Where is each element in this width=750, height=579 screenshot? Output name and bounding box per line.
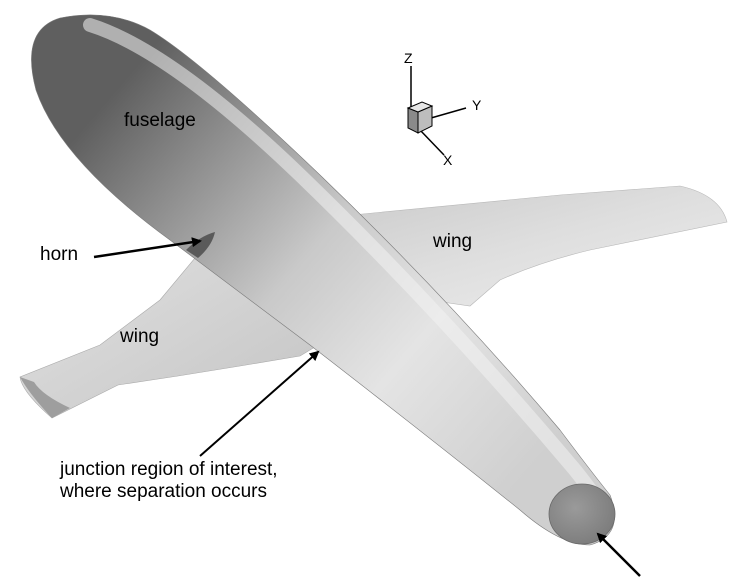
left-wing-underside (20, 377, 70, 418)
junction-label-line2: where separation occurs (60, 481, 267, 502)
horn-arrow (93, 237, 202, 259)
junction-arrow (199, 350, 320, 457)
fuselage-body (31, 14, 615, 546)
triad-cube-top (406, 101, 434, 113)
horn-label: horn (40, 244, 79, 265)
junction-label-line1: junction region of interest, (60, 459, 278, 480)
nose-arrow (596, 532, 641, 577)
y-axis-label: Y (472, 97, 482, 113)
junction-label: junction region of interest, where separ… (60, 459, 278, 503)
fuselage-label: fuselage (124, 110, 196, 131)
z-axis-label: Z (404, 50, 413, 66)
fuselage-highlight (83, 18, 607, 512)
x-axis-line (419, 129, 445, 156)
x-axis-label: X (443, 152, 453, 168)
left-wing-label: wing (120, 326, 160, 347)
right-wing-label: wing (433, 231, 473, 252)
nose-cap (548, 483, 616, 545)
coordinate-triad (406, 66, 467, 156)
